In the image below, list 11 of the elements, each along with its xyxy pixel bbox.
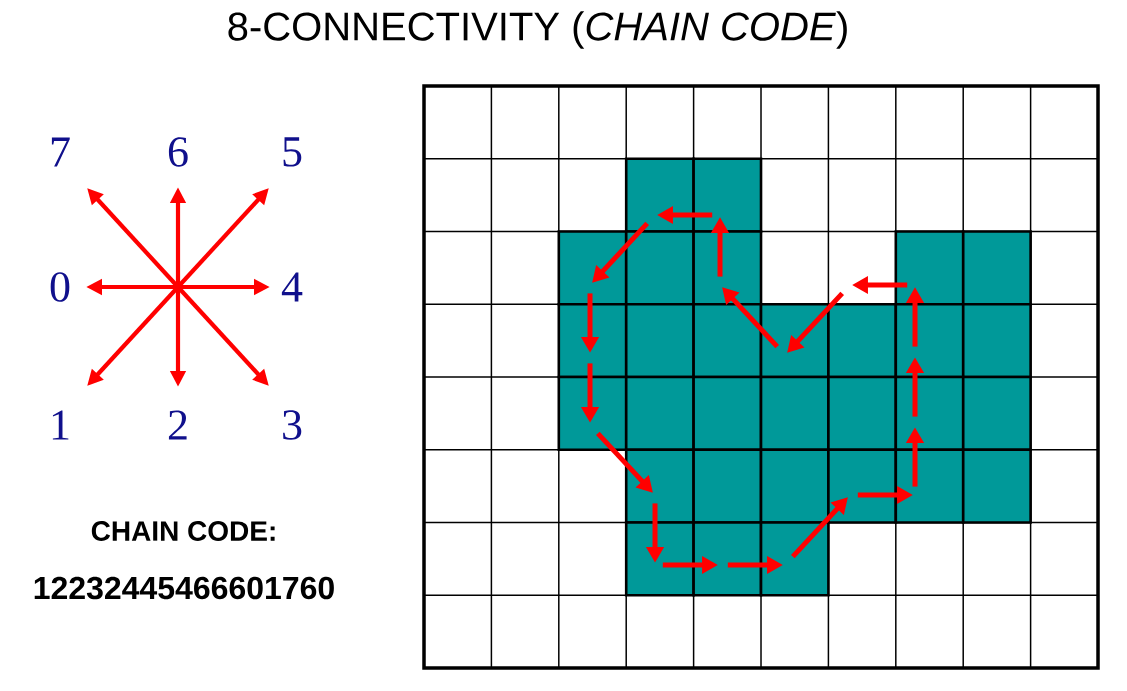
- direction-number: 0: [50, 272, 70, 302]
- direction-number: 2: [168, 410, 187, 440]
- direction-number: 7: [51, 137, 70, 167]
- heading: 8-CONNECTIVITY (CHAIN CODE): [228, 11, 847, 49]
- direction-number: 3: [283, 410, 302, 440]
- direction-number: 5: [283, 137, 302, 167]
- direction-number: 4: [281, 272, 303, 302]
- chain-code-heading: CHAIN CODE:: [91, 521, 275, 541]
- chain-code: 12232445466601760: [34, 576, 334, 600]
- direction-number: 1: [52, 410, 69, 440]
- direction-number: 6: [168, 137, 188, 167]
